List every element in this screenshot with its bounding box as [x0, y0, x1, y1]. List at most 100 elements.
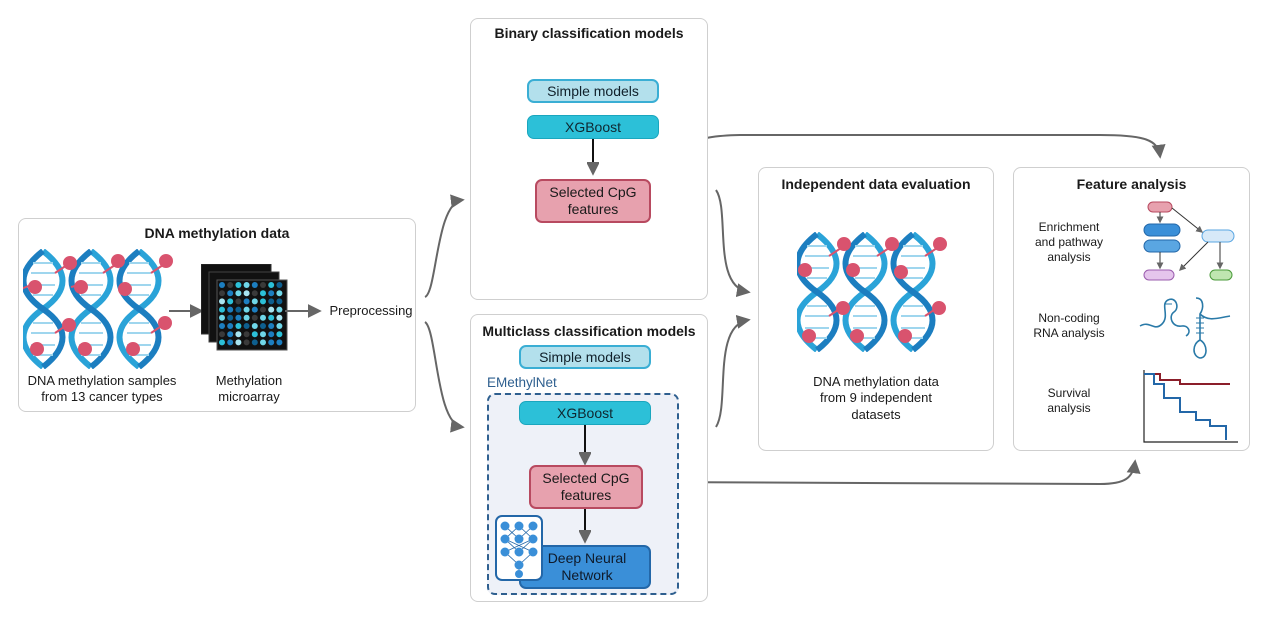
- microarray-spot: [235, 290, 242, 297]
- arrow-multiclass-cpg-to-feature: [642, 459, 1141, 486]
- microarray-spot: [268, 314, 275, 321]
- microarray-spot: [235, 282, 242, 288]
- microarray-spot: [235, 298, 242, 305]
- microarray-spot: [268, 290, 275, 297]
- dna-helix-icon: [797, 232, 947, 352]
- survival-curve-icon: [1143, 370, 1238, 443]
- microarray-spot: [227, 339, 234, 346]
- microarray-spot: [235, 323, 242, 329]
- dna-helix-icon: [23, 249, 173, 369]
- microarray-spot: [243, 339, 250, 346]
- rna-hairpin-icon: [1139, 297, 1231, 359]
- microarray-spot: [235, 331, 242, 338]
- panel-title: Multiclass classification models: [482, 323, 696, 339]
- simple-models-label: Simple models: [547, 82, 639, 99]
- microarray-spot: [276, 306, 283, 313]
- microarray-spot: [227, 298, 234, 305]
- preprocessing-label: Preprocessing: [329, 303, 413, 318]
- microarray-spot: [268, 331, 275, 338]
- microarray-spot: [276, 290, 283, 297]
- microarray-dots: [219, 282, 283, 346]
- microarray-spot: [260, 339, 266, 346]
- selected-cpg-label: Selected CpG features: [549, 184, 637, 217]
- arrow-cpg-to-dnn: [579, 509, 591, 544]
- arrow-dna-to-multiclass: [424, 321, 465, 433]
- microarray-spot: [251, 298, 258, 305]
- arrow-xgboost-to-cpg: [579, 425, 591, 466]
- microarray-spot: [219, 282, 225, 288]
- microarray-spot: [251, 290, 258, 297]
- microarray-spot: [227, 306, 234, 313]
- xgboost-box: XGBoost: [519, 401, 651, 425]
- microarray-spot: [251, 314, 258, 321]
- microarray-spot: [219, 306, 225, 313]
- microarray-spot: [251, 339, 258, 346]
- microarray-spot: [243, 331, 250, 338]
- microarray-icon: [201, 264, 288, 351]
- microarray-spot: [276, 339, 283, 346]
- simple-models-box: Simple models: [527, 79, 659, 103]
- microarray-spot: [219, 290, 225, 297]
- microarray-spot: [251, 306, 258, 313]
- microarray-spot: [243, 290, 250, 297]
- panel-title: Binary classification models: [494, 25, 684, 41]
- panel-title: Independent data evaluation: [781, 176, 971, 192]
- microarray-spot: [251, 323, 258, 329]
- microarray-spot: [219, 298, 225, 305]
- methyl-marks: [23, 254, 173, 356]
- microarray-spot: [268, 298, 275, 305]
- microarray-spot: [260, 290, 266, 297]
- dnn-label: Deep Neural Network: [547, 550, 627, 583]
- microarray-spot: [235, 339, 242, 346]
- arrow-dna-to-binary: [424, 194, 465, 298]
- xgboost-label: XGBoost: [556, 404, 614, 421]
- microarray-spot: [260, 331, 266, 338]
- microarray-spot: [219, 323, 225, 329]
- microarray-spot: [243, 323, 250, 329]
- emethylnet-label: EMethylNet: [487, 375, 557, 390]
- microarray-spot: [276, 298, 283, 305]
- microarray-spot: [227, 323, 234, 329]
- simple-models-label: Simple models: [539, 348, 631, 365]
- microarray-spot: [243, 282, 250, 288]
- microarray-spot: [251, 282, 258, 288]
- microarray-spot: [235, 306, 242, 313]
- microarray-spot: [268, 339, 275, 346]
- xgboost-label: XGBoost: [564, 118, 622, 135]
- microarray-spot: [260, 298, 266, 305]
- microarray-spot: [227, 314, 234, 321]
- microarray-spot: [219, 314, 225, 321]
- microarray-label: Methylation microarray: [215, 373, 283, 405]
- microarray-spot: [276, 323, 283, 329]
- microarray-spot: [227, 282, 234, 288]
- microarray-spot: [260, 323, 266, 329]
- samples-label: DNA methylation samples from 13 cancer t…: [27, 373, 177, 405]
- panel-title: DNA methylation data: [144, 225, 290, 241]
- microarray-spot: [251, 331, 258, 338]
- microarray-spot: [276, 331, 283, 338]
- arrow-samples-to-microarray: [169, 304, 204, 318]
- survival-label: Survival analysis: [1047, 386, 1091, 415]
- microarray-spot: [227, 331, 234, 338]
- arrow-xgboost-to-cpg: [587, 139, 599, 176]
- microarray-spot: [268, 282, 275, 288]
- microarray-spot: [227, 290, 234, 297]
- selected-cpg-box: Selected CpG features: [535, 179, 651, 223]
- microarray-spot: [276, 314, 283, 321]
- selected-cpg-box: Selected CpG features: [529, 465, 643, 509]
- neural-network-icon: [495, 515, 543, 581]
- arrow-microarray-to-preprocessing: [285, 304, 322, 318]
- microarray-spot: [260, 306, 266, 313]
- feature-analysis-panel: Feature analysis Enrichment and pathway …: [1013, 167, 1250, 451]
- microarray-spot: [243, 314, 250, 321]
- dna-methylation-data-panel: DNA methylation data DNA methylation sam…: [18, 218, 416, 412]
- independent-caption: DNA methylation data from 9 independent …: [813, 374, 939, 422]
- independent-data-evaluation-panel: Independent data evaluation DNA methylat…: [758, 167, 994, 451]
- pathway-icon: [1143, 201, 1235, 281]
- panel-title: Feature analysis: [1076, 176, 1187, 192]
- simple-models-box: Simple models: [519, 345, 651, 369]
- microarray-spot: [260, 314, 266, 321]
- microarray-spot: [243, 306, 250, 313]
- microarray-spot: [268, 323, 275, 329]
- microarray-spot: [219, 331, 225, 338]
